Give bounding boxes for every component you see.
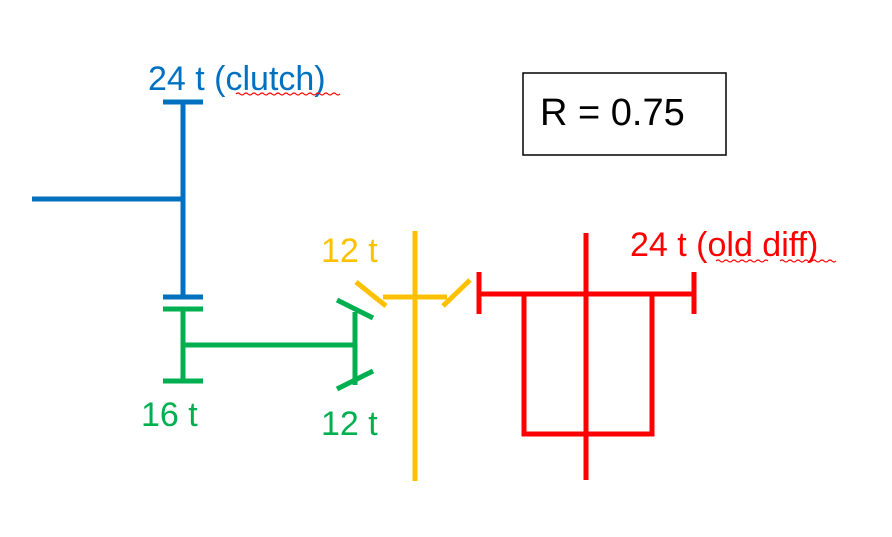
green-bevel-lower-tooth [335, 368, 375, 392]
red-differential-assembly [476, 233, 697, 480]
green-layshaft-assembly [163, 297, 375, 392]
diff-gear-label: 24 t (old diff) [630, 226, 818, 264]
yellow-bevel-left-tooth [354, 280, 388, 308]
spellcheck-underline-diff [779, 259, 837, 263]
red-diff-cage [521, 294, 655, 437]
blue-clutch-assembly [32, 99, 203, 300]
spellcheck-underline-clutch [235, 92, 341, 96]
ratio-box [522, 72, 727, 156]
green-bevel-label: 12 t [321, 405, 378, 443]
yellow-bevel-assembly [354, 231, 472, 481]
yellow-bevel-label: 12 t [321, 232, 378, 270]
clutch-gear-label: 24 t (clutch) [148, 60, 326, 98]
yellow-bevel-right-tooth [441, 278, 472, 308]
green-bevel-upper-tooth [335, 297, 375, 321]
green-spur-label: 16 t [141, 396, 198, 434]
ratio-text: R = 0.75 [540, 92, 685, 134]
spellcheck-underline-old [715, 259, 769, 263]
